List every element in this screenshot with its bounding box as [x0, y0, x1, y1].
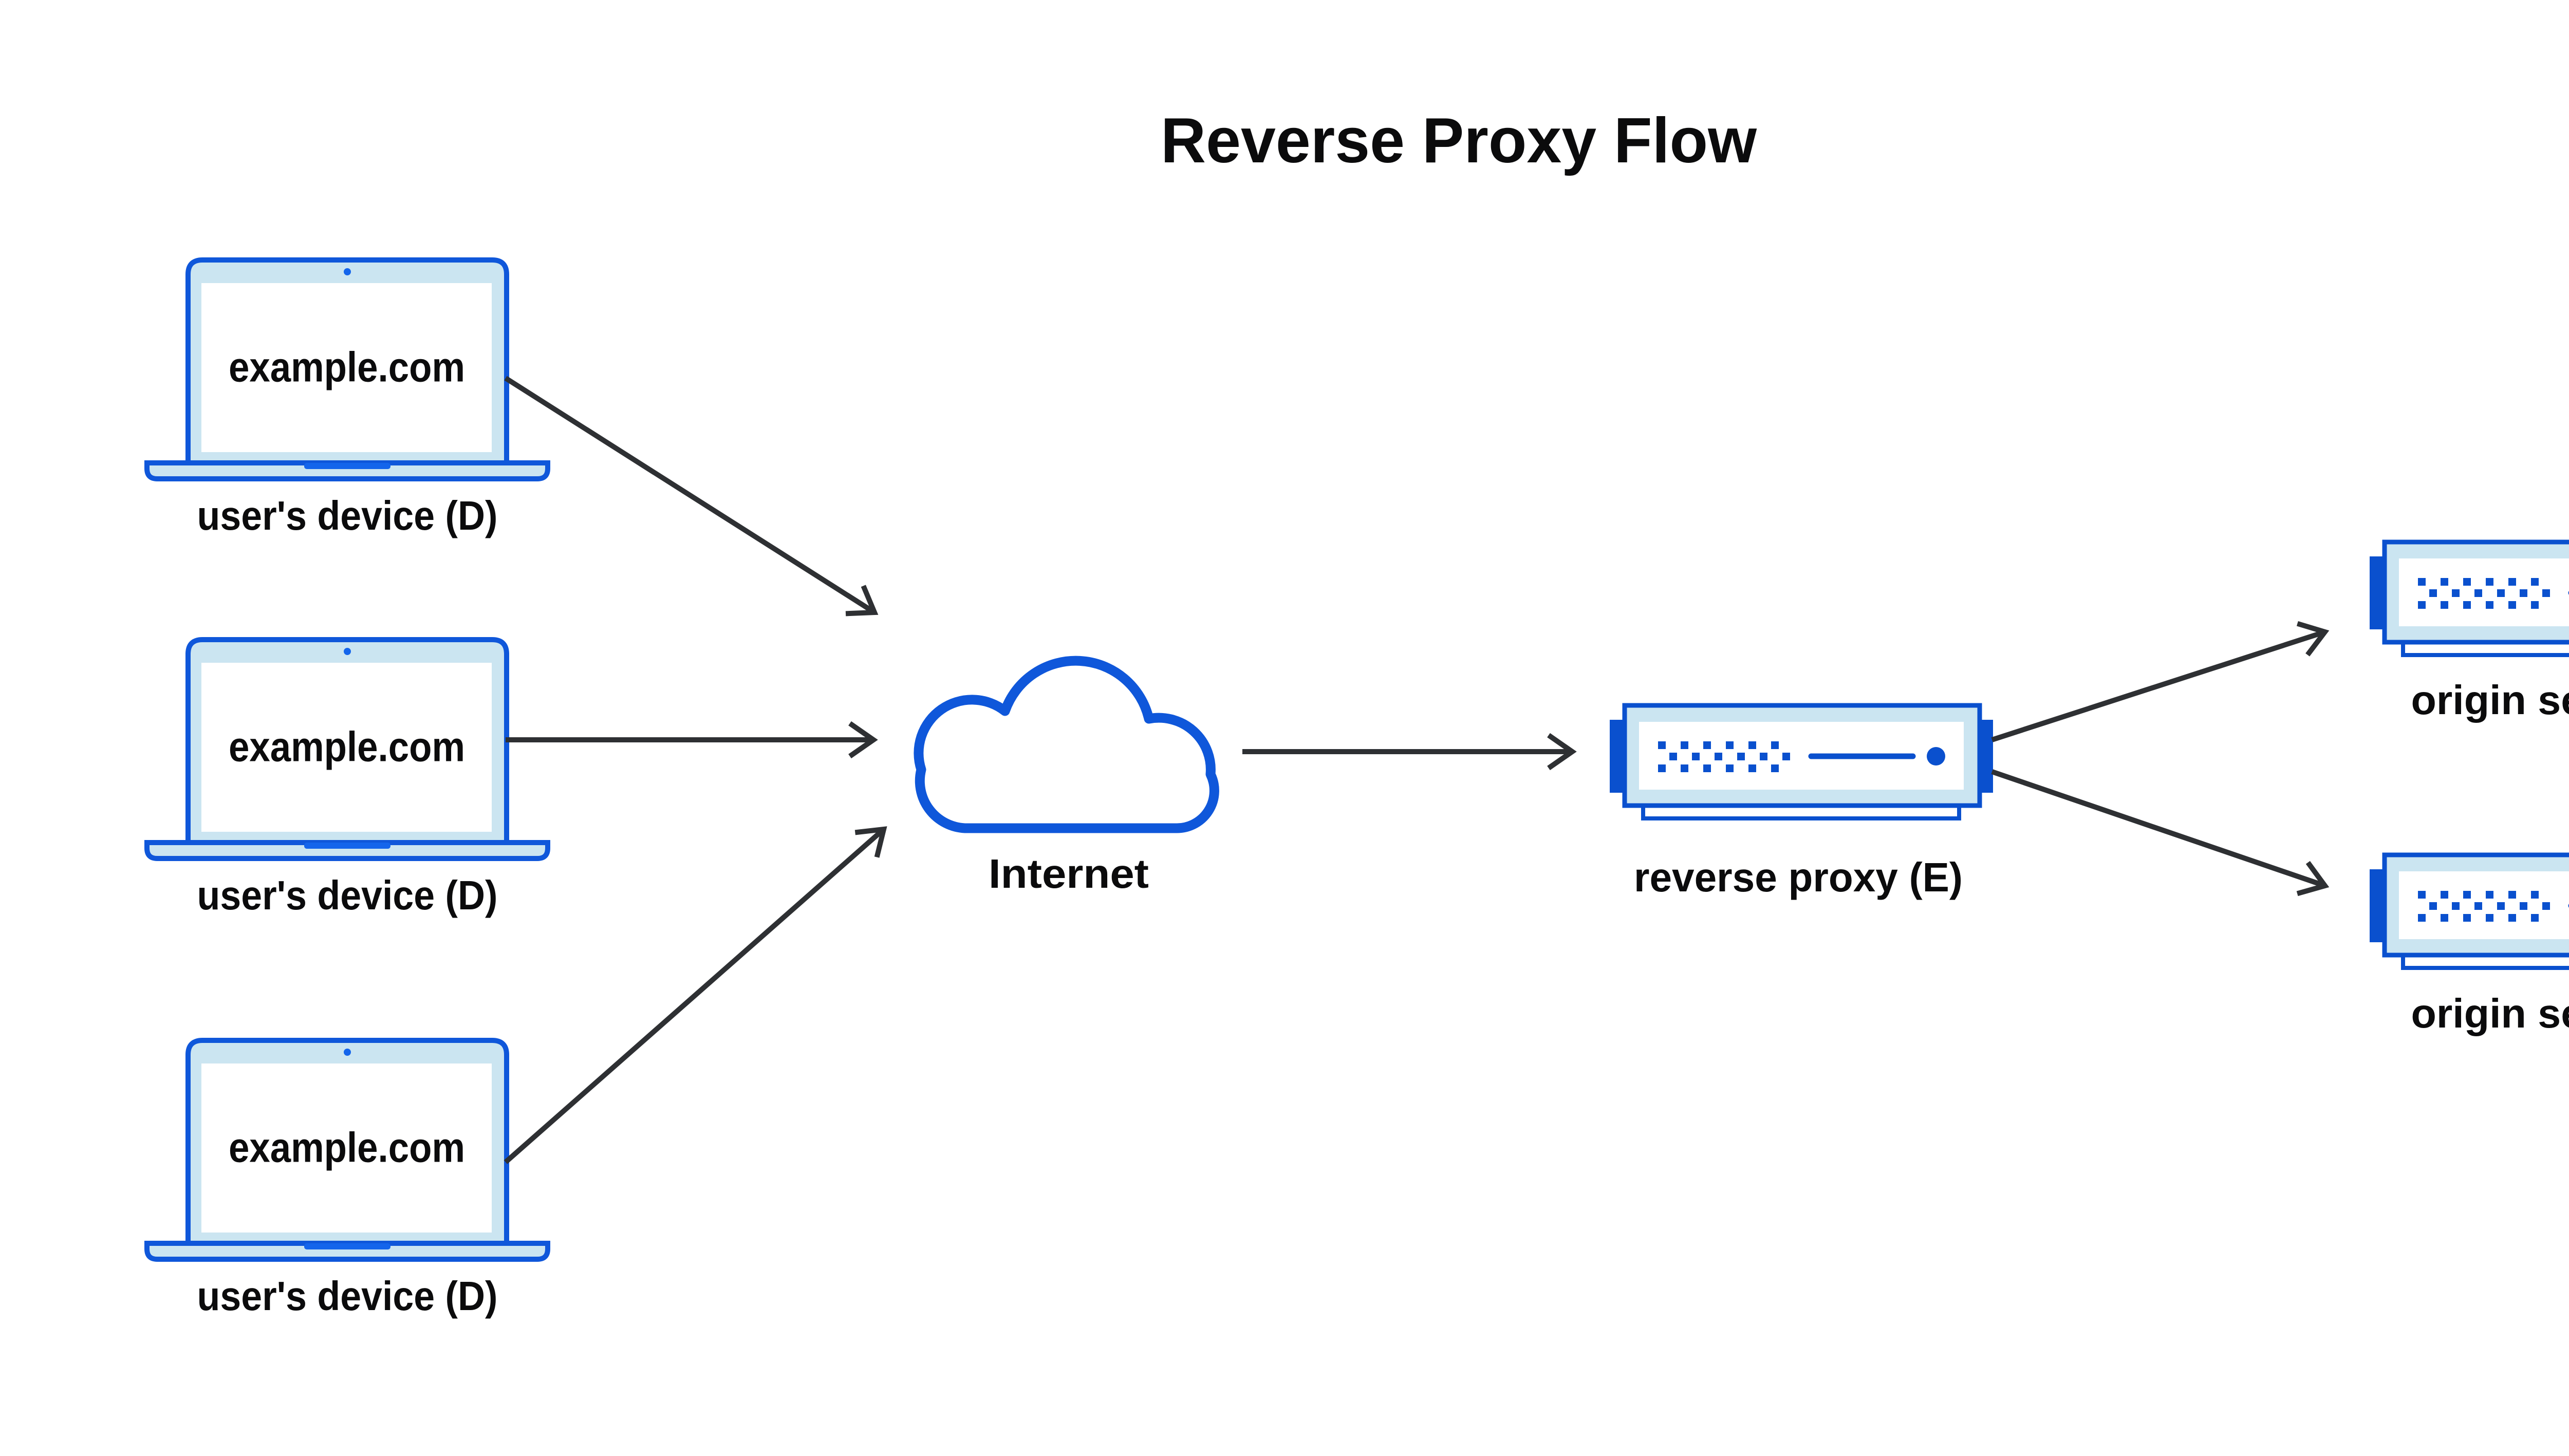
device-1: example.com user's device (D) — [147, 260, 548, 538]
arrow-proxy-to-origin1 — [1991, 621, 2330, 742]
reverse-proxy-node: reverse proxy (E) — [1610, 705, 1993, 900]
device-3: example.com user's device (D) — [147, 1040, 548, 1319]
device-caption: user's device (D) — [197, 872, 498, 918]
origin-server-1: origin server (F) — [2370, 542, 2569, 723]
arrow-device3-to-internet — [504, 826, 887, 1164]
origin-server-2: origin server (F) — [2370, 855, 2569, 1036]
server-icon — [2370, 855, 2569, 968]
arrow-proxy-to-origin2 — [1991, 769, 2330, 897]
internet-node: Internet — [914, 656, 1219, 897]
page-title: Reverse Proxy Flow — [1161, 105, 1757, 176]
device-caption: user's device (D) — [197, 493, 498, 538]
device-screen-url: example.com — [229, 344, 465, 391]
device-screen-url: example.com — [229, 1125, 465, 1171]
arrow-device1-to-internet — [504, 376, 879, 617]
server-icon — [1610, 705, 1993, 818]
origin-server-label: origin server (F) — [2411, 677, 2569, 723]
device-2: example.com user's device (D) — [147, 640, 548, 918]
device-screen-url: example.com — [229, 724, 465, 771]
reverse-proxy-label: reverse proxy (E) — [1634, 854, 1963, 900]
internet-label: Internet — [989, 851, 1149, 897]
origin-server-label: origin server (F) — [2411, 991, 2569, 1036]
cloud-icon — [914, 656, 1219, 833]
device-caption: user's device (D) — [197, 1273, 498, 1319]
server-icon — [2370, 542, 2569, 655]
